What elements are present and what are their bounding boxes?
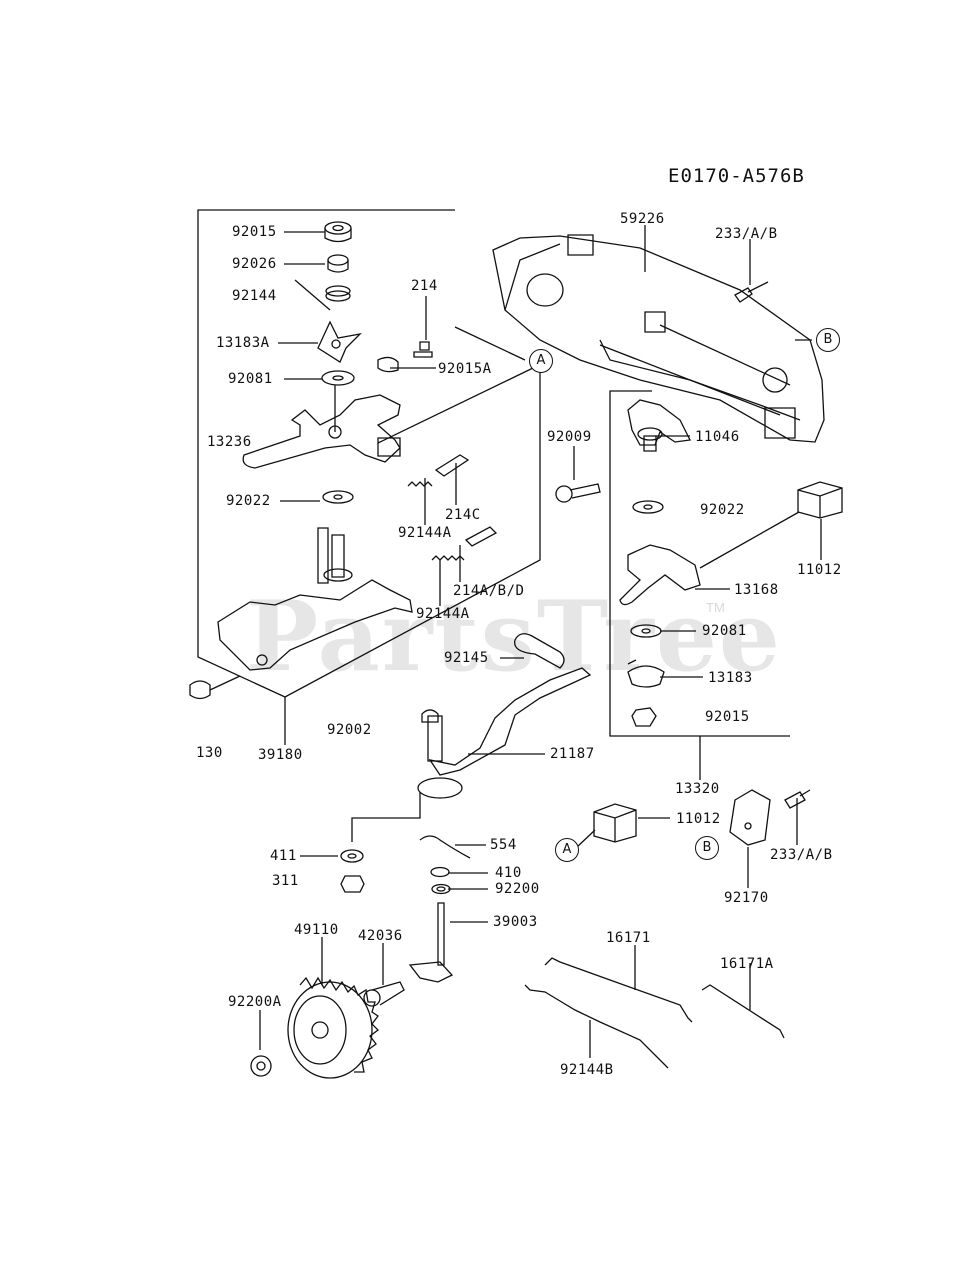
part-label: 411 — [270, 848, 297, 864]
trademark-mark: TM — [706, 600, 725, 615]
part-label: 11012 — [676, 811, 721, 827]
part-label: 410 — [495, 865, 522, 881]
callout-b: B — [695, 836, 719, 860]
part-label: 92144A — [398, 525, 452, 541]
part-label: 16171 — [606, 930, 651, 946]
part-label: 13168 — [734, 582, 779, 598]
part-label: 92081 — [702, 623, 747, 639]
part-label: 311 — [272, 873, 299, 889]
part-label: 130 — [196, 745, 223, 761]
part-label: 554 — [490, 837, 517, 853]
part-label: 233/A/B — [715, 226, 778, 242]
part-label: 92022 — [226, 493, 271, 509]
callout-b: B — [816, 328, 840, 352]
left-assembly — [190, 222, 590, 1078]
callout-a: A — [529, 349, 553, 373]
part-label: 11046 — [695, 429, 740, 445]
part-label: 92015A — [438, 361, 492, 377]
part-label: 21187 — [550, 746, 595, 762]
part-label: 92015 — [705, 709, 750, 725]
part-label: 13183 — [708, 670, 753, 686]
part-label: 214 — [411, 278, 438, 294]
part-label: 233/A/B — [770, 847, 833, 863]
callout-a: A — [555, 838, 579, 862]
part-label: 92144A — [416, 606, 470, 622]
right-assembly — [493, 235, 842, 1068]
part-label: 92026 — [232, 256, 277, 272]
part-label: 13236 — [207, 434, 252, 450]
part-label: 49110 — [294, 922, 339, 938]
part-label: 92022 — [700, 502, 745, 518]
part-label: 39180 — [258, 747, 303, 763]
part-label: 92015 — [232, 224, 277, 240]
part-label: 92002 — [327, 722, 372, 738]
part-label: 92009 — [547, 429, 592, 445]
part-label: 92200A — [228, 994, 282, 1010]
part-label: 59226 — [620, 211, 665, 227]
part-label: 39003 — [493, 914, 538, 930]
part-label: 214A/B/D — [453, 583, 525, 599]
part-label: 11012 — [797, 562, 842, 578]
part-label: 92145 — [444, 650, 489, 666]
part-label: 92200 — [495, 881, 540, 897]
part-label: 92170 — [724, 890, 769, 906]
part-label: 92081 — [228, 371, 273, 387]
diagram-code: E0170-A576B — [668, 165, 805, 187]
part-label: 214C — [445, 507, 481, 523]
part-label: 16171A — [720, 956, 774, 972]
part-label: 13320 — [675, 781, 720, 797]
part-label: 92144 — [232, 288, 277, 304]
part-label: 92144B — [560, 1062, 614, 1078]
part-label: 42036 — [358, 928, 403, 944]
part-label: 13183A — [216, 335, 270, 351]
